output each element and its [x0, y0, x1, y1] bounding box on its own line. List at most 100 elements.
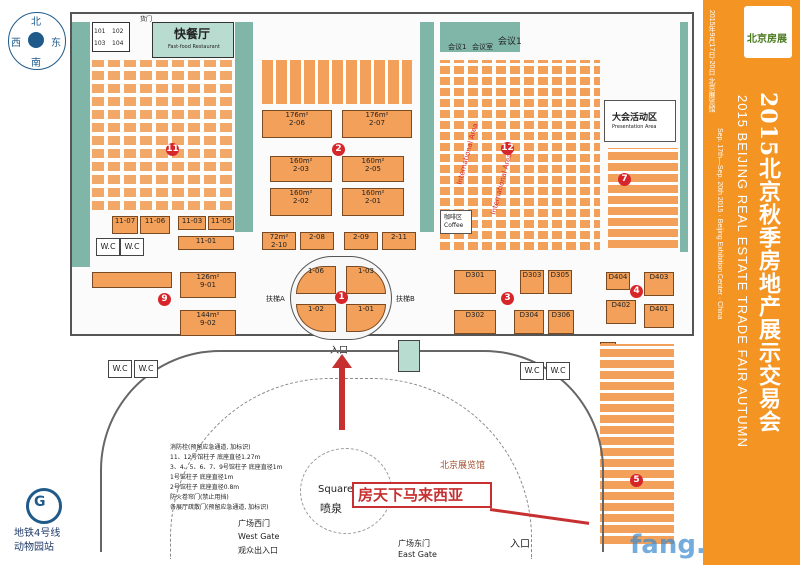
- fountain-en: Square: [318, 484, 354, 495]
- booth-D304: D304: [514, 310, 544, 334]
- teal-wall-mid-right: [420, 22, 434, 232]
- hall-marker-9: 9: [158, 293, 171, 306]
- hall-marker-3: 3: [501, 292, 514, 305]
- legend-row-6: 防火卷帘门(禁止用挡): [170, 494, 229, 501]
- booth-D403: D403: [644, 272, 674, 296]
- teal-wall-left: [72, 22, 90, 267]
- legend-row-4: 1号馆柱子 底座直径1m: [170, 474, 234, 481]
- legend-row-1: 消防栓(预留应急通道, 加标识): [170, 444, 251, 451]
- compass-east: 东: [51, 38, 61, 49]
- east-gate-cn: 广场东门: [398, 539, 430, 548]
- meeting-room-1: 会议1: [448, 43, 467, 51]
- fair-title: 2015北京秋季房地产展示交易会: [755, 92, 781, 434]
- coffee-cn: 咖啡区: [444, 214, 463, 221]
- fast-food-en: Fast-food Restaurant: [168, 44, 220, 50]
- booth-hall9-side: [92, 272, 172, 288]
- brand-label: 北京展览馆: [440, 461, 486, 471]
- wc-plaza-a: W.C: [108, 360, 132, 378]
- booth-D305: D305: [548, 270, 572, 294]
- escalator-a: 扶梯A: [266, 295, 285, 303]
- booth-2-08: 2-08: [300, 232, 334, 250]
- fair-logo: [744, 6, 792, 58]
- meeting-rooms-strip: [440, 22, 520, 52]
- wc-plaza-b: W.C: [134, 360, 158, 378]
- fast-food-restaurant: [152, 22, 234, 58]
- fast-food-label: 快餐厅: [174, 27, 211, 41]
- floor-map: 北 南 西 东 101 102 103 104 货门 快餐厅 Fast-food…: [8, 12, 766, 560]
- west-gate-sub: 观众出入口: [238, 546, 278, 555]
- wc-plaza-c: W.C: [520, 362, 544, 380]
- arrow-entrance-head: [332, 354, 352, 368]
- red-sign-text: 房天下马来西亚: [358, 486, 464, 504]
- fair-subtitle: 2015 BEIJING REAL ESTATE TRADE FAIR AUTU…: [735, 95, 750, 448]
- hall-marker-11: 11: [166, 143, 179, 156]
- hall-11-grid-rows: [92, 60, 232, 210]
- escalator-b: 扶梯B: [396, 295, 415, 303]
- compass-north: 北: [31, 17, 41, 28]
- fair-date: 2015年9月17日-20日 北京展览馆: [708, 10, 715, 113]
- metro-station: 动物园站: [14, 542, 54, 553]
- presentation-area-cn: 大会活动区: [612, 113, 658, 123]
- presentation-area: [604, 100, 676, 142]
- fountain: [300, 448, 392, 534]
- title-sidebar: [703, 0, 800, 565]
- room-103: 103: [94, 40, 106, 47]
- booth-D404: D404: [606, 272, 630, 290]
- legend-row-5: 2号馆柱子 底座直径0.8m: [170, 484, 240, 491]
- hall-marker-2: 2: [332, 143, 345, 156]
- hall-marker-7: 7: [618, 173, 631, 186]
- booth-D303: D303: [520, 270, 544, 294]
- hall-marker-4: 4: [630, 285, 643, 298]
- hall-marker-12: 12: [501, 142, 514, 155]
- arrow-entrance-up: [339, 360, 345, 430]
- compass-south: 南: [31, 58, 41, 69]
- fair-venue: Sep. 17th—Sep. 20th 2015 · Beijing Exhib…: [716, 128, 723, 320]
- booth-2-09: 2-09: [344, 232, 378, 250]
- wc-hall11-a: W.C: [96, 238, 120, 256]
- legend-row-2: 11、12号馆柱子 底座直径1.27m: [170, 454, 261, 461]
- hall-marker-5: 5: [630, 474, 643, 487]
- teal-wall-mid-left: [235, 22, 253, 232]
- presentation-area-en: Presentation Area: [612, 124, 657, 130]
- wc-hall11-b: W.C: [120, 238, 144, 256]
- compass-center: [28, 32, 44, 48]
- booth-11-05: 11-05: [208, 216, 234, 230]
- room-104: 104: [112, 40, 124, 47]
- legend-row-3: 3、4、5、6、7、9号馆柱子 底座直径1m: [170, 464, 283, 471]
- metro-line: 地铁4号线: [14, 528, 61, 539]
- compass-west: 西: [11, 38, 21, 49]
- coffee-en: Coffee: [444, 222, 464, 229]
- booth-D401: D401: [644, 304, 674, 328]
- booth-11-07: 11-07: [112, 216, 138, 234]
- gate-top: 货门: [140, 16, 153, 23]
- entrance-right: 入口: [510, 539, 530, 550]
- booth-D301: D301: [454, 270, 496, 294]
- hall-7-grid: [608, 148, 678, 248]
- metro-icon-glyph: G: [34, 494, 46, 510]
- meeting-room-2: 会议室: [472, 43, 493, 51]
- room-102: 102: [112, 28, 124, 35]
- hall-marker-1: 1: [335, 291, 348, 304]
- hall-2-upper-grid: [262, 60, 412, 104]
- room-101: 101: [94, 28, 106, 35]
- red-sign: [352, 482, 492, 508]
- coffee-area: [440, 210, 472, 234]
- west-gate-cn: 广场西门: [238, 519, 270, 528]
- metro-icon: [26, 488, 62, 524]
- booth-D402: D402: [606, 300, 636, 324]
- booth-D302: D302: [454, 310, 496, 334]
- west-gate-en: West Gate: [238, 532, 280, 541]
- east-gate-en: East Gate: [398, 550, 437, 559]
- booth-11-01: 11-01: [178, 236, 234, 250]
- legend-row-7: 各展厅疏散门(预留应急通道, 加标识): [170, 504, 269, 511]
- booth-2-11: 2-11: [382, 232, 416, 250]
- booth-D306: D306: [548, 310, 574, 334]
